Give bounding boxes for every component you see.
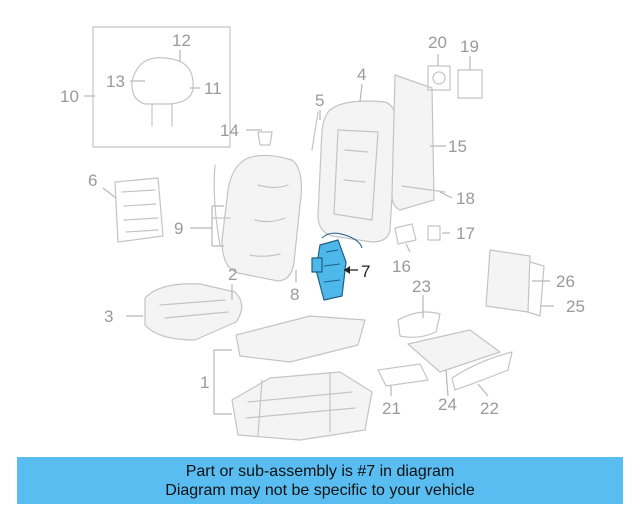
callout-19: 19: [460, 37, 479, 56]
callout-21: 21: [382, 399, 401, 418]
part-7-cable: [321, 232, 363, 249]
callout-26: 26: [556, 272, 575, 291]
callout-14: 14: [220, 121, 239, 140]
seat-cushion-seams: [159, 299, 229, 319]
callout-25: 25: [566, 297, 585, 316]
part-21: [377, 363, 429, 387]
callout-20: 20: [428, 33, 447, 52]
seatback-rear-panel: [391, 74, 435, 211]
seatback-rod: [311, 111, 319, 151]
callout-15: 15: [448, 137, 467, 156]
callout-16: 16: [392, 257, 411, 276]
callout-23: 23: [412, 277, 431, 296]
callout-24: 24: [438, 395, 457, 414]
side-trim-panel: [485, 249, 531, 313]
leader-lines: [84, 50, 554, 415]
side-trim-cover: [527, 261, 545, 317]
callout-11: 11: [204, 79, 222, 98]
callout-5: 5: [315, 91, 324, 110]
headrest-posts: [151, 103, 173, 127]
callout-1: 1: [200, 373, 209, 392]
wiring-harness: [211, 164, 231, 246]
part-23: [397, 311, 441, 338]
part-19: [457, 69, 483, 99]
seatback-frame: [317, 100, 397, 243]
seat-cushion: [144, 283, 243, 341]
part-24: [407, 329, 501, 373]
callout-8: 8: [290, 285, 299, 304]
seat-pan: [235, 315, 366, 363]
callout-3: 3: [104, 307, 113, 326]
seat-frame-track: [231, 371, 373, 441]
banner-line-disclaimer: Diagram may not be specific to your vehi…: [165, 481, 475, 499]
info-banner: Part or sub-assembly is #7 in diagram Di…: [17, 457, 623, 504]
part-14: [257, 131, 273, 146]
seat-parts-diagram: 1 2 3 4 5 6 7 8 9 10 11 12 13 14 15 16 1…: [60, 26, 585, 441]
callout-17: 17: [456, 224, 475, 243]
part-7-leader-arrow: [344, 266, 350, 274]
part-17: [427, 225, 441, 241]
part-16: [394, 223, 417, 245]
callout-13: 13: [106, 72, 125, 91]
highlighted-part-7: [311, 232, 363, 301]
headrest-inset-box: [92, 26, 231, 148]
callout-4: 4: [357, 65, 366, 84]
callout-6: 6: [88, 171, 97, 190]
callout-7: 7: [361, 262, 370, 281]
callout-labels: 1 2 3 4 5 6 7 8 9 10 11 12 13 14 15 16 1…: [60, 31, 585, 418]
part-20: [427, 65, 451, 91]
part-18: [401, 185, 446, 193]
seatback-seams: [249, 184, 289, 257]
part-22: [451, 351, 513, 391]
part-7-detail: [323, 249, 341, 283]
seat-frame-rails: [245, 373, 356, 437]
seat-heater-mat: [114, 177, 164, 243]
callout-10: 10: [60, 87, 79, 106]
callout-12: 12: [172, 31, 191, 50]
seatback-cushion: [221, 154, 302, 282]
callout-2: 2: [228, 265, 237, 284]
callout-22: 22: [480, 399, 499, 418]
part-20-hole: [432, 71, 446, 85]
part-7-motor: [311, 257, 323, 273]
seatback-frame-detail: [333, 129, 379, 221]
callout-9: 9: [174, 219, 183, 238]
callout-18: 18: [456, 189, 475, 208]
banner-line-part-number: Part or sub-assembly is #7 in diagram: [185, 462, 455, 480]
